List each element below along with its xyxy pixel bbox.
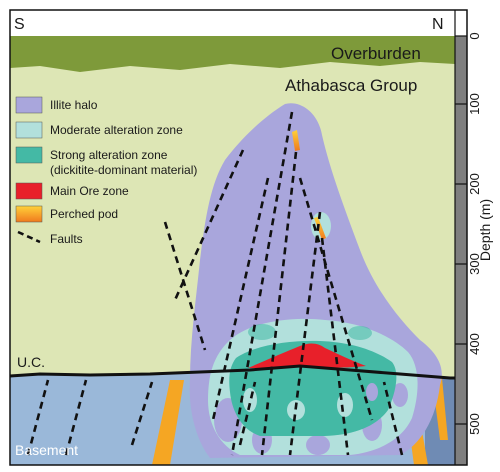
header-strip: [10, 10, 455, 36]
depth-axis-title: Depth (m): [477, 199, 493, 261]
fault-5: [260, 151, 298, 456]
fault-1: [163, 221, 207, 351]
perched-pod-lower: [314, 217, 326, 240]
depth-tick-200: 200: [467, 173, 482, 195]
compass-south: S: [14, 16, 25, 33]
unconformity-label: U.C.: [17, 354, 45, 370]
depth-axis-bar: [455, 36, 467, 465]
section-frame: [9, 9, 468, 466]
legend-label-perched: Perched pod: [50, 207, 118, 221]
legend-label-moderate: Moderate alteration zone: [50, 123, 183, 137]
basement-orange-band-1: [152, 380, 184, 465]
moderate-upper-blob-2: [348, 326, 372, 340]
legend-swatch-ore: [15, 182, 43, 200]
unconformity-line: [9, 364, 455, 380]
fault-9: [238, 381, 257, 446]
fault-4: [230, 111, 294, 456]
fault-lines: [26, 111, 404, 456]
depth-ticks: [455, 35, 467, 425]
depth-tick-400: 400: [467, 333, 482, 355]
legend: Illite halo Moderate alteration zone Str…: [15, 96, 197, 246]
fault-7: [320, 237, 350, 456]
perched-pod-upper: [292, 130, 300, 151]
legend-swatch-strong: [15, 146, 43, 164]
fault-11: [64, 379, 88, 456]
legend-swatch-faults: [17, 230, 41, 244]
depth-tick-500: 500: [467, 413, 482, 435]
legend-label-ore: Main Ore zone: [50, 184, 129, 198]
strong-mottle-group: [243, 383, 378, 420]
overburden-label: Overburden: [331, 44, 421, 63]
fault-13: [382, 381, 404, 456]
depth-tick-labels: 0 100 200 300 400 500: [467, 32, 482, 434]
legend-swatch-illite: [15, 96, 43, 114]
fault-10: [26, 379, 50, 456]
fault-6: [288, 211, 322, 456]
fault-3: [211, 177, 270, 421]
depth-tick-0: 0: [467, 32, 482, 39]
basement-label: Basement: [15, 442, 78, 458]
compass-north: N: [432, 16, 444, 33]
athabasca-label: Athabasca Group: [285, 76, 417, 95]
legend-swatch-moderate: [15, 121, 43, 139]
depth-tick-100: 100: [467, 93, 482, 115]
fault-8: [298, 177, 374, 421]
legend-label-faults: Faults: [50, 232, 83, 246]
fault-2: [173, 149, 245, 301]
depth-tick-300: 300: [467, 253, 482, 275]
overburden-layer: [10, 36, 455, 72]
legend-label-illite: Illite halo: [50, 98, 98, 112]
legend-swatch-perched: [15, 205, 43, 223]
legend-label-strong: Strong alteration zone: [50, 148, 168, 162]
legend-label-strong-detail: (dickitite-dominant material): [50, 163, 197, 177]
